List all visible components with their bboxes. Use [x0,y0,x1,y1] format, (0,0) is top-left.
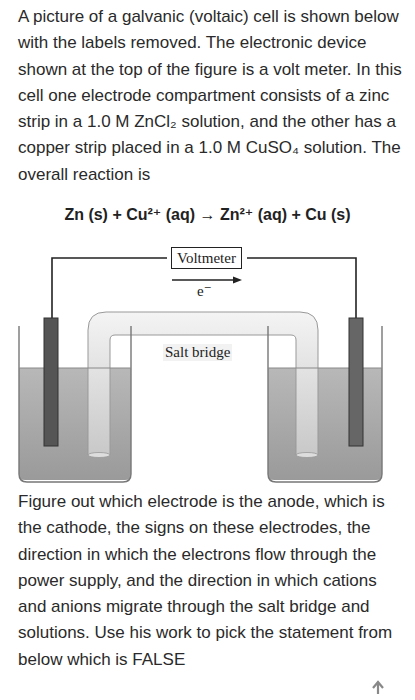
zinc-solution [19,368,131,480]
electron-arrow [172,279,236,280]
bridge-label: Salt bridge [163,344,232,361]
salt-bridge [88,312,318,455]
arrow-head [233,277,242,284]
reaction-equation: Zn (s) + Cu²⁺ (aq) → Zn²⁺ (aq) + Cu (s) [0,205,415,224]
beaker [268,326,382,482]
meter-box: Voltmeter [171,247,242,269]
meter-label: Voltmeter [177,249,236,267]
question-text: Figure out which electrode is the anode,… [18,489,404,673]
electron-label: e⁻ [197,282,212,300]
copper-electrode [349,318,363,446]
zinc-electrode [44,318,58,446]
scroll-up-icon [373,682,383,694]
question-text: A picture of a galvanic (voltaic) cell i… [18,4,404,188]
copper-solution [268,368,382,480]
beaker [19,326,131,482]
